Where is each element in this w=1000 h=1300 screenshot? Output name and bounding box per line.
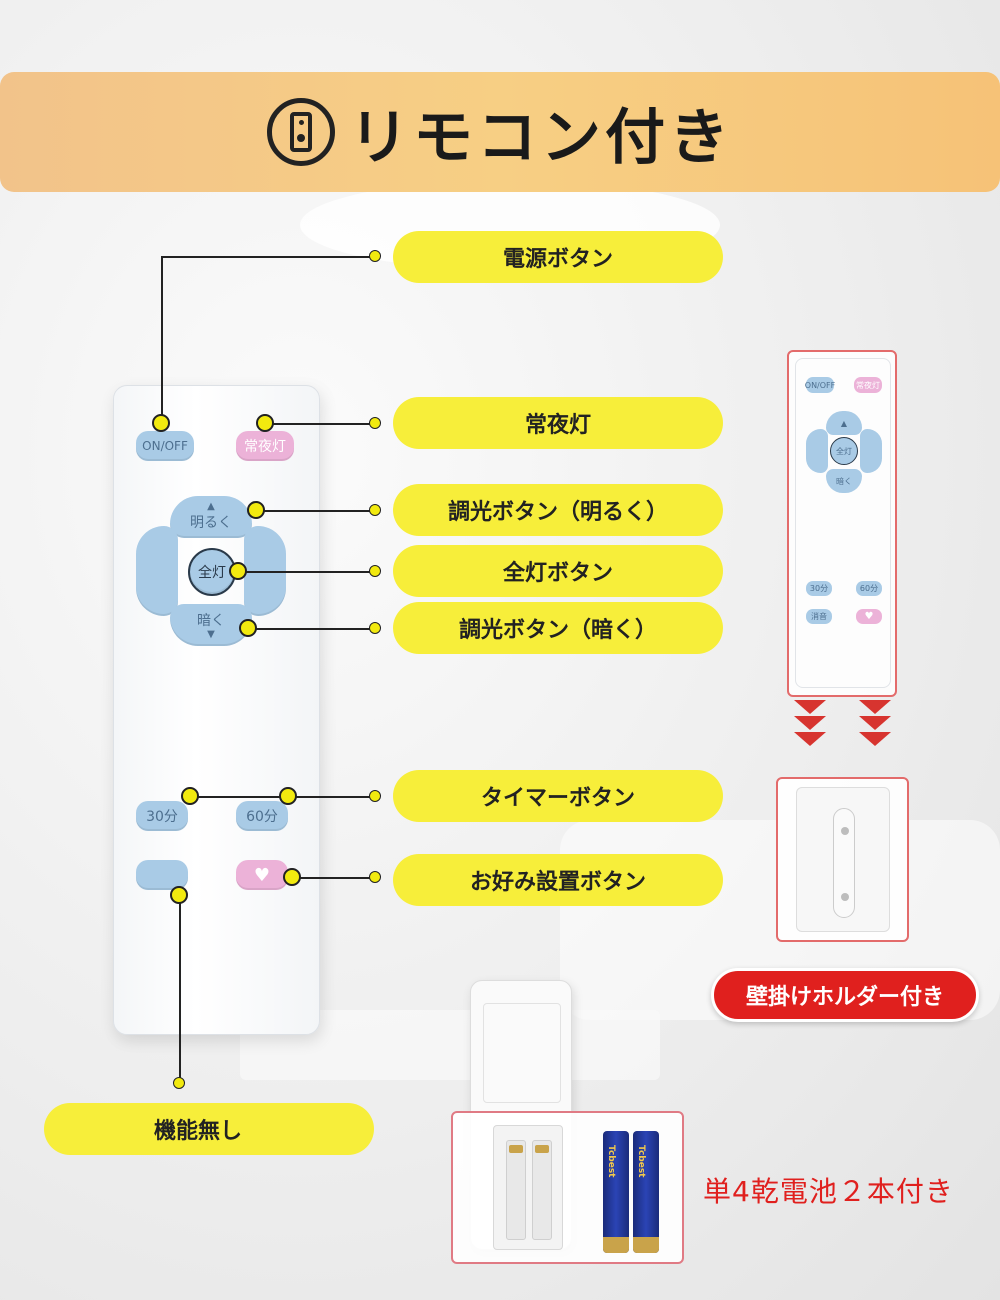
power-label: 電源ボタン	[393, 231, 723, 283]
night-light-button[interactable]: 常夜灯	[236, 431, 294, 461]
full-end-dot	[369, 565, 381, 577]
spring-icon	[535, 1145, 549, 1153]
dimmer-dot	[239, 619, 257, 637]
battery-cover	[483, 1003, 561, 1103]
screw-hole-icon	[841, 893, 849, 901]
mini-night-button: 常夜灯	[854, 377, 882, 393]
unused-label: 機能無し	[44, 1103, 374, 1155]
mini-remote: ON/OFF 常夜灯 ▲ 全灯 暗く 30分 60分 消音 ♥	[795, 358, 891, 688]
remote-icon	[267, 98, 335, 166]
dimmer-button[interactable]: 暗く ▼	[170, 604, 252, 646]
battery-frame: Tcbest Tcbest	[451, 1111, 684, 1264]
mini-right-button	[860, 429, 882, 473]
dimmer-label: 暗く	[197, 613, 225, 629]
timer-30-button[interactable]: 30分	[136, 801, 188, 831]
favorite-button[interactable]: ♥	[236, 860, 288, 890]
power-end-dot	[369, 250, 381, 262]
timer-60-button[interactable]: 60分	[236, 801, 288, 831]
full-light-button[interactable]: 全灯	[188, 548, 236, 596]
unused-dot	[170, 886, 188, 904]
mini-center-button: 全灯	[830, 437, 858, 465]
down-arrow-icon	[794, 716, 826, 730]
brighter-button[interactable]: ▲ 明るく	[170, 496, 252, 538]
brighter-label: 明るく	[190, 515, 232, 531]
screw-hole-icon	[841, 827, 849, 835]
dimmer-label-pill: 調光ボタン（暗く）	[393, 602, 723, 654]
mini-unused-button: 消音	[806, 609, 832, 624]
down-arrow-icon	[794, 700, 826, 714]
arrow-up-icon: ▲	[207, 501, 215, 512]
down-arrow-icon	[859, 700, 891, 714]
full-light-label: 全灯ボタン	[393, 545, 723, 597]
main-remote: ON/OFF 常夜灯 ▲ 明るく 暗く ▼ 全灯 30分 60分 ♥	[113, 385, 320, 1035]
mini-timer60-button: 60分	[856, 581, 882, 596]
battery-bay	[493, 1125, 563, 1250]
aaa-battery-icon: Tcbest	[603, 1131, 629, 1253]
favorite-dot	[283, 868, 301, 886]
wall-holder-badge: 壁掛けホルダー付き	[711, 968, 979, 1022]
battery-slot	[532, 1140, 552, 1240]
mini-power-button: ON/OFF	[805, 377, 835, 393]
down-arrow-icon	[859, 732, 891, 746]
battery-brand: Tcbest	[636, 1145, 646, 1178]
power-callout-vline	[161, 256, 163, 420]
mini-up-button: ▲	[826, 411, 862, 435]
down-arrow-icon	[859, 716, 891, 730]
night-callout-line	[265, 423, 375, 425]
aaa-battery-icon: Tcbest	[633, 1131, 659, 1253]
mini-down-button: 暗く	[826, 469, 862, 493]
holder-slot	[833, 808, 855, 918]
down-arrow-icon	[794, 732, 826, 746]
wall-holder-frame	[776, 777, 909, 942]
night-dot	[256, 414, 274, 432]
wall-holder	[796, 787, 890, 932]
mini-remote-frame: ON/OFF 常夜灯 ▲ 全灯 暗く 30分 60分 消音 ♥	[787, 350, 897, 697]
unused-callout-vline	[179, 897, 181, 1083]
dimmer-callout-line	[248, 628, 375, 630]
banner-title: リモコン付き	[349, 102, 733, 173]
power-callout-hline	[161, 256, 375, 258]
power-dot	[152, 414, 170, 432]
unused-button[interactable]	[136, 860, 188, 890]
arrow-down-icon: ▼	[207, 629, 215, 640]
mini-timer30-button: 30分	[806, 581, 832, 596]
dimmer-end-dot	[369, 622, 381, 634]
battery-included-text: 単4乾電池２本付き	[703, 1175, 954, 1208]
timer30-dot	[181, 787, 199, 805]
favorite-label: お好み設置ボタン	[393, 854, 723, 906]
brighter-callout-line	[256, 510, 375, 512]
brighter-label-pill: 調光ボタン（明るく）	[393, 484, 723, 536]
favorite-callout-line	[292, 877, 375, 879]
header-banner: リモコン付き	[0, 72, 1000, 192]
power-button[interactable]: ON/OFF	[136, 431, 194, 461]
favorite-end-dot	[369, 871, 381, 883]
full-dot	[229, 562, 247, 580]
battery-brand: Tcbest	[606, 1145, 616, 1178]
timer60-dot	[279, 787, 297, 805]
unused-end-dot	[173, 1077, 185, 1089]
brighter-end-dot	[369, 504, 381, 516]
mini-favorite-button: ♥	[856, 609, 882, 624]
battery-slot	[506, 1140, 526, 1240]
full-callout-line	[238, 571, 375, 573]
timer-label: タイマーボタン	[393, 770, 723, 822]
timer-end-dot	[369, 790, 381, 802]
night-light-label: 常夜灯	[393, 397, 723, 449]
left-pad-button[interactable]	[136, 526, 178, 616]
night-end-dot	[369, 417, 381, 429]
mini-left-button	[806, 429, 828, 473]
spring-icon	[509, 1145, 523, 1153]
brighter-dot	[247, 501, 265, 519]
